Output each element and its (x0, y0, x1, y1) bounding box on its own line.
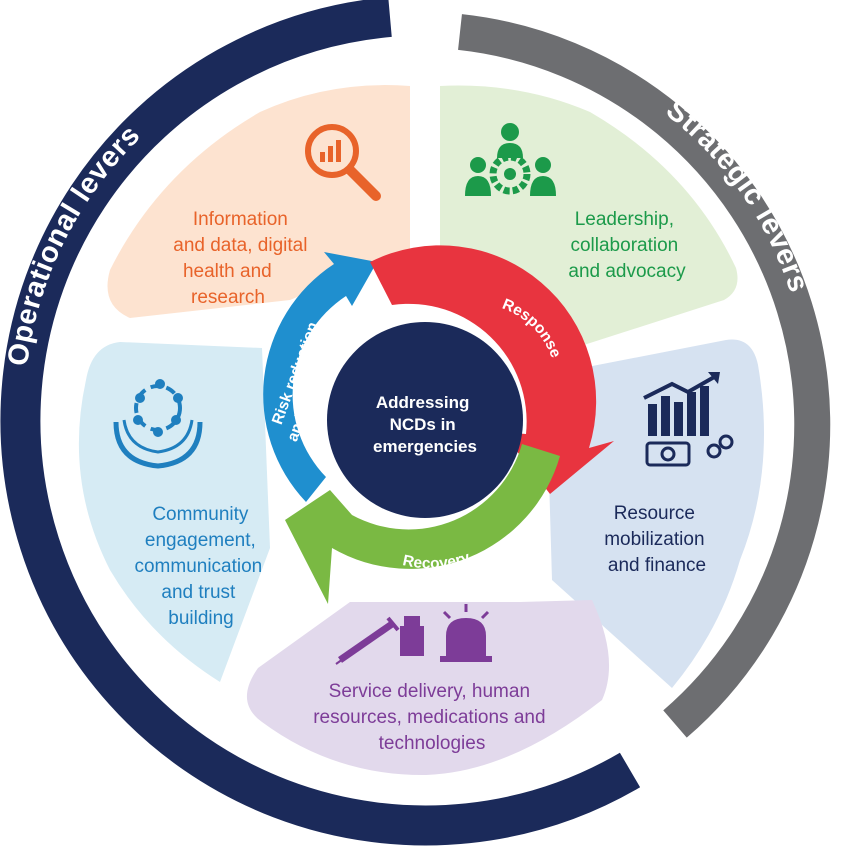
strategic-levers-arc (458, 14, 831, 738)
risk-reduction-arrow (263, 252, 377, 502)
resource-label: Resource mobilization and finance (604, 503, 710, 576)
response-arrow (370, 245, 614, 494)
leadership-label: Leadership, collaboration and advocacy (568, 209, 686, 282)
community-label: Community engagement, communication and … (134, 504, 267, 629)
operational-levers-arc (0, 0, 641, 846)
segment-labels: Information and data, digital health and… (134, 209, 710, 754)
center-hub: Addressing NCDs in emergencies (327, 322, 523, 518)
information-label: Information and data, digital health and… (173, 209, 312, 308)
magnifier-chart-icon (305, 124, 381, 201)
service-label: Service delivery, human resources, medic… (313, 681, 551, 754)
medical-supplies-icon (335, 604, 492, 665)
recovery-label: Recovery (401, 549, 472, 572)
community-hands-icon (113, 379, 203, 469)
segment-resource (546, 339, 764, 688)
recovery-arrow (285, 444, 560, 604)
segment-service (246, 600, 610, 776)
center-label: Addressing NCDs in emergencies (373, 393, 477, 456)
finance-growth-icon (643, 372, 734, 467)
team-gear-icon (465, 123, 556, 196)
